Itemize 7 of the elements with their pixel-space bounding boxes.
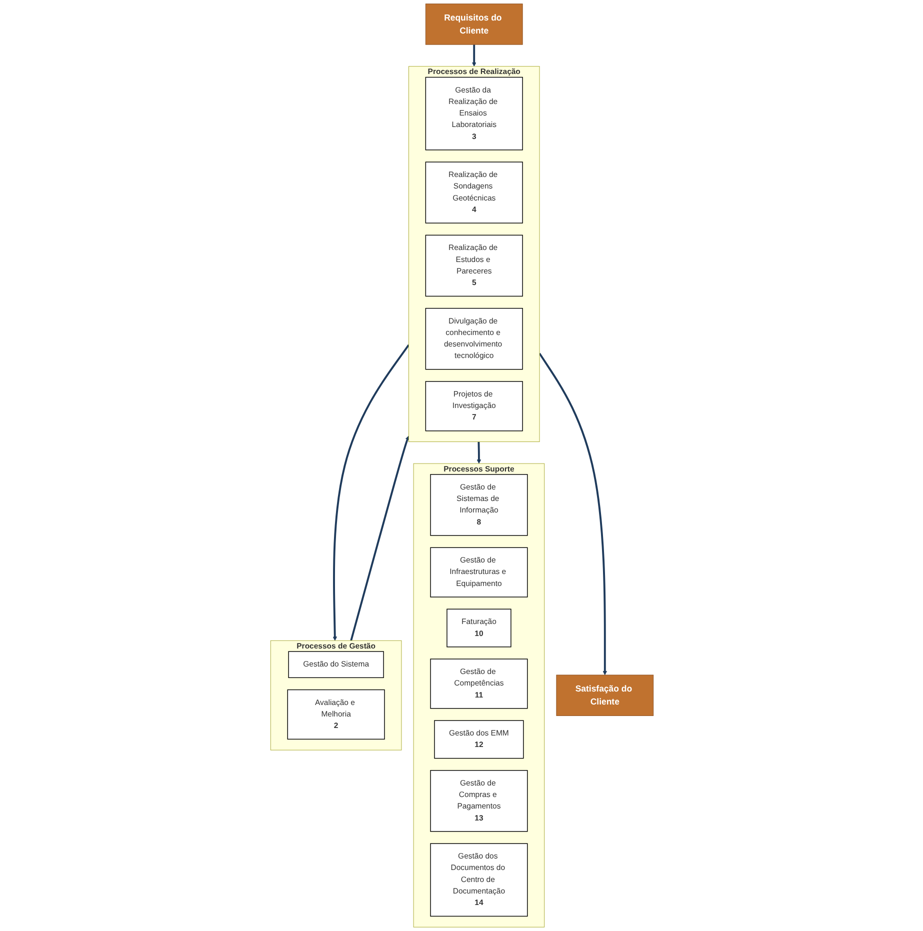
arrow	[332, 344, 409, 641]
arrow	[476, 442, 481, 464]
node-box: Requisitos do Cliente	[424, 4, 522, 45]
arrow	[471, 44, 476, 67]
node-box: Satisfação do Cliente	[556, 674, 654, 716]
arrow	[538, 352, 607, 676]
arrow	[350, 436, 409, 641]
